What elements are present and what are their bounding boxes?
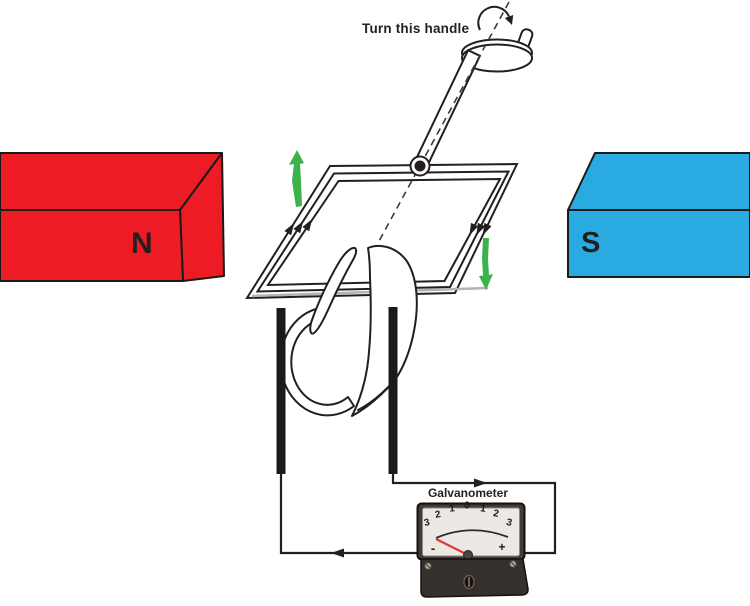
- coil-current-arrow-right-3: [469, 222, 479, 236]
- plus-terminal-label: +: [498, 540, 506, 554]
- coil-current-arrow-left-1: [284, 222, 295, 236]
- right-brush: [388, 307, 398, 474]
- handle-note: Turn this handle: [362, 21, 470, 36]
- galvanometer: [416, 502, 529, 598]
- coil-turn-inner: [266, 177, 502, 287]
- shaft-bearing: [414, 160, 426, 172]
- galvanometer-label: Galvanometer: [427, 486, 509, 500]
- commutator-left-edge: [309, 246, 358, 335]
- minus-terminal-label: -: [430, 540, 436, 556]
- coil-turn-middle: [255, 170, 511, 293]
- galvanometer-needle: [435, 538, 469, 556]
- south-magnet: [567, 152, 750, 278]
- left-coil-motion-arrow: [289, 150, 304, 207]
- coil-current-arrow-right-2: [476, 222, 486, 236]
- crank-handle: [412, 5, 534, 171]
- coil-turn-outer: [245, 162, 519, 300]
- galvanometer-needle-pivot: [463, 550, 473, 560]
- north-pole-label: N: [131, 227, 153, 260]
- coil-current-arrow-left-3: [302, 218, 313, 232]
- south-magnet-front-face: [567, 209, 750, 278]
- left-brush: [276, 308, 286, 474]
- right-circuit-wire: [391, 474, 557, 555]
- right-coil-motion-arrow: [479, 238, 493, 290]
- galvanometer-screw-right-slot: [510, 561, 516, 567]
- scale-tick-pos1: 1: [479, 503, 487, 515]
- south-pole-label: S: [581, 227, 601, 259]
- galvanometer-body: [420, 558, 529, 598]
- galvanometer-screw-left-slot: [425, 563, 431, 569]
- crank-disc: [461, 43, 533, 73]
- north-magnet-front-face: [0, 209, 184, 282]
- bottom-wire-current-arrow: [331, 548, 344, 558]
- commutator-right-half: [351, 244, 418, 417]
- coil-current-arrow-left-2: [293, 220, 304, 234]
- rotating-coil: [245, 162, 519, 300]
- galvanometer-scale-arc: [435, 529, 509, 539]
- circuit-wires: [279, 474, 557, 558]
- left-circuit-wire: [279, 474, 419, 555]
- top-wire-current-arrow: [474, 478, 487, 488]
- scale-tick-zero: 0: [463, 500, 471, 512]
- rotation-axis: [377, 1, 510, 244]
- crank-shaft: [412, 48, 482, 171]
- rotation-arrow-head: [504, 15, 514, 25]
- rotation-arrow-icon: [477, 5, 510, 31]
- coil-current-arrow-right-1: [482, 222, 492, 236]
- scale-tick-neg1: 1: [448, 503, 456, 515]
- south-magnet-top-face: [567, 152, 750, 211]
- north-magnet: [0, 152, 225, 282]
- commutator: [279, 244, 418, 417]
